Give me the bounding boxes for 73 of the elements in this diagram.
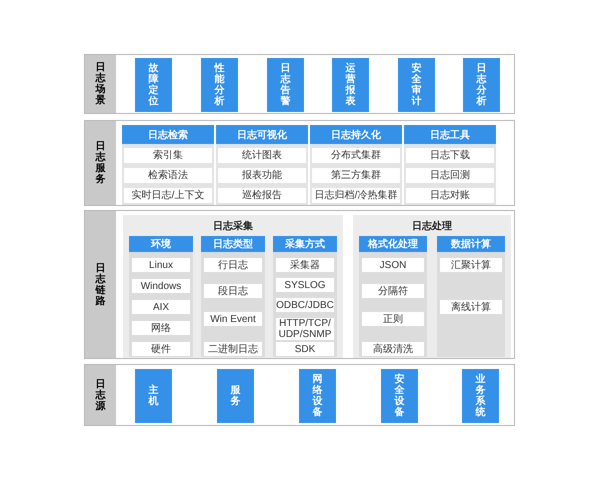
column-header: 日志检索 <box>122 125 214 144</box>
item-box: SYSLOG <box>276 278 334 292</box>
section-title: 日志处理 <box>411 220 453 233</box>
item-box: 报表功能 <box>218 168 306 183</box>
item-box: ODBC/JDBC <box>276 298 334 312</box>
layer-panel <box>84 54 515 114</box>
column-header: 环境 <box>129 236 193 252</box>
layer-panel <box>84 364 515 426</box>
item-box: 高级清洗 <box>362 342 424 356</box>
item-box: Windows <box>132 279 190 293</box>
group-panel <box>310 125 402 205</box>
category-tile: 性能分析 <box>201 58 238 112</box>
layer-panel <box>84 210 515 359</box>
category-tile: 主机 <box>135 369 172 423</box>
item-box: JSON <box>362 258 424 272</box>
group-panel <box>216 125 308 205</box>
layer-label: 日志服务 <box>85 121 116 205</box>
item-box: 二进制日志 <box>204 342 262 356</box>
item-box: 日志归档/冷热集群 <box>312 188 400 203</box>
item-box: 第三方集群 <box>312 168 400 183</box>
item-box: 分隔符 <box>362 284 424 298</box>
item-box: 正则 <box>362 312 424 326</box>
item-box: SDK <box>276 342 334 356</box>
layer-label: 日志场景 <box>85 55 116 113</box>
item-box: 日志下载 <box>406 148 494 163</box>
item-box: 实时日志/上下文 <box>124 188 212 203</box>
column-header: 格式化处理 <box>359 236 427 252</box>
layer-label: 日志链路 <box>85 211 116 358</box>
column-panel <box>201 236 265 357</box>
column-header: 数据计算 <box>437 236 505 252</box>
category-tile: 安全审计 <box>398 58 435 112</box>
category-tile: 运营报表 <box>332 58 369 112</box>
item-box: 离线计算 <box>440 300 502 314</box>
item-box: HTTP/TCP/UDP/SNMP <box>276 318 334 340</box>
column-header: 日志类型 <box>201 236 265 252</box>
item-box: 行日志 <box>204 258 262 272</box>
layer-panel <box>84 120 515 206</box>
column-panel <box>273 236 337 357</box>
group-panel <box>122 125 214 205</box>
column-header: 采集方式 <box>273 236 337 252</box>
section-panel <box>353 215 511 358</box>
column-panel <box>437 236 505 357</box>
item-box: Win Event <box>204 312 262 326</box>
section-title: 日志采集 <box>212 220 254 233</box>
category-tile: 日志告警 <box>267 58 304 112</box>
layer-label: 日志源 <box>85 365 116 425</box>
item-box: AIX <box>132 300 190 314</box>
item-box: 网络 <box>132 321 190 335</box>
category-tile: 安全设备 <box>381 369 418 423</box>
item-box: 日志对账 <box>406 188 494 203</box>
item-box: 日志回测 <box>406 168 494 183</box>
category-tile: 日志分析 <box>463 58 500 112</box>
group-panel <box>404 125 496 205</box>
item-box: 采集器 <box>276 258 334 272</box>
category-tile: 服务 <box>217 369 254 423</box>
item-box: 分布式集群 <box>312 148 400 163</box>
category-tile: 业务系统 <box>462 369 499 423</box>
column-header: 日志可视化 <box>216 125 308 144</box>
item-box: Linux <box>132 258 190 272</box>
item-box: 汇聚计算 <box>440 258 502 272</box>
item-box: 段日志 <box>204 284 262 298</box>
category-tile: 网络设备 <box>299 369 336 423</box>
column-header: 日志持久化 <box>310 125 402 144</box>
item-box: 索引集 <box>124 148 212 163</box>
item-box: 统计图表 <box>218 148 306 163</box>
item-box: 硬件 <box>132 342 190 356</box>
column-header: 日志工具 <box>404 125 496 144</box>
item-box: 检索语法 <box>124 168 212 183</box>
category-tile: 故障定位 <box>135 58 172 112</box>
section-panel <box>123 215 343 358</box>
item-box: 巡检报告 <box>218 188 306 203</box>
column-panel <box>129 236 193 357</box>
column-panel <box>359 236 427 357</box>
